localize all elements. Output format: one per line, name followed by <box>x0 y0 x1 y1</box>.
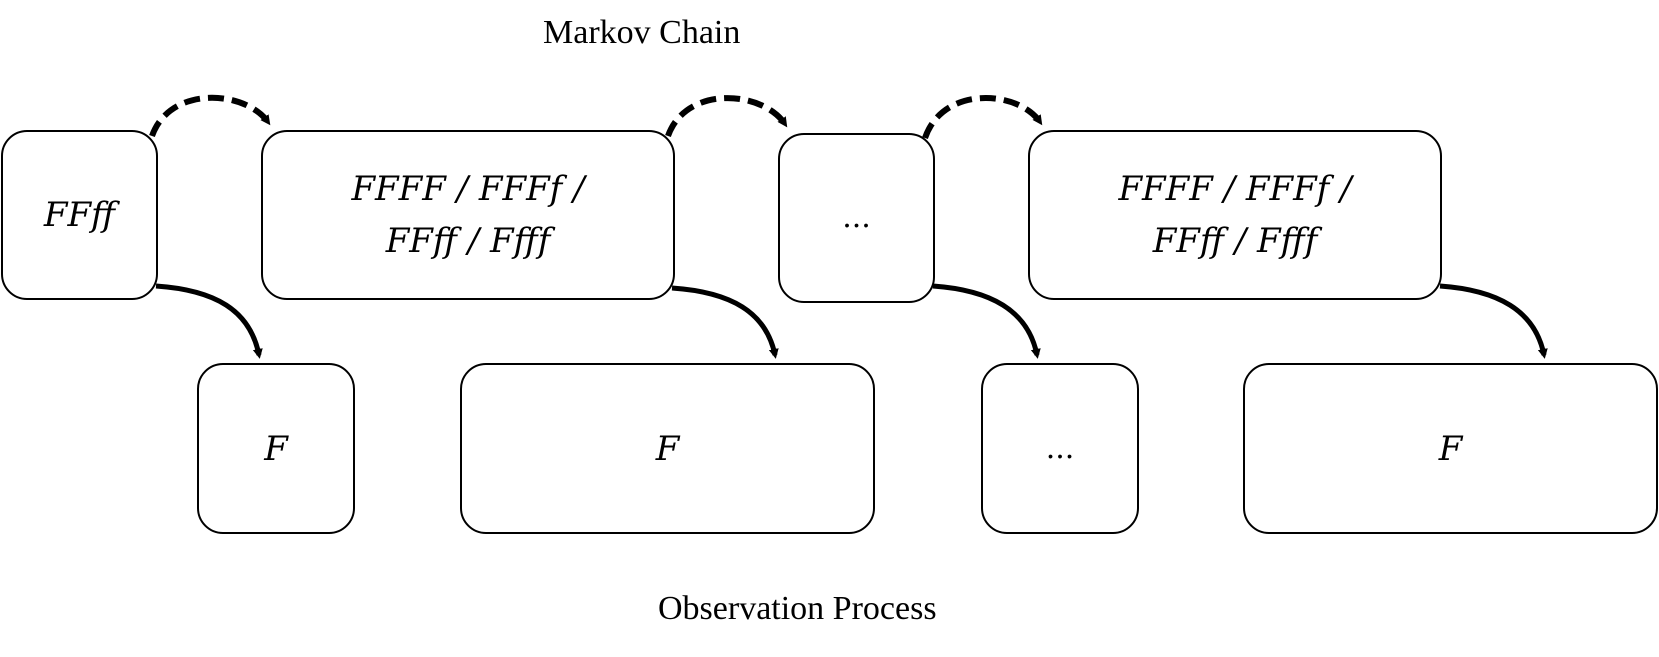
markov-chain-title: Markov Chain <box>543 14 741 51</box>
transition-arrow-2-3 <box>665 95 788 138</box>
observation-4: F <box>1243 363 1658 534</box>
emission-arrow-3 <box>932 283 1041 359</box>
emission-arrow-2 <box>671 285 779 359</box>
observation-label: ... <box>1045 430 1075 466</box>
emission-arrow-1 <box>155 283 263 359</box>
transition-arrow-3-4 <box>922 95 1043 140</box>
hidden-state-label: FFFF / FFFf / FFff / Ffff <box>351 169 585 261</box>
hidden-state-3: ... <box>778 133 935 303</box>
observation-3: ... <box>981 363 1139 534</box>
hidden-state-1: FFff <box>1 130 158 300</box>
observation-label: F <box>264 428 288 469</box>
hidden-state-label: FFFF / FFFf / FFff / Ffff <box>1118 169 1352 261</box>
transition-arrow-1-2 <box>149 94 271 138</box>
observation-label: F <box>655 428 680 469</box>
hidden-state-label: FFff <box>43 195 116 235</box>
hidden-state-2: FFFF / FFFf / FFff / Ffff <box>261 130 675 300</box>
hidden-state-label: ... <box>842 200 871 235</box>
hidden-state-4: FFFF / FFFf / FFff / Ffff <box>1028 130 1442 300</box>
observation-2: F <box>460 363 875 534</box>
observation-label: F <box>1438 428 1463 469</box>
observation-process-title: Observation Process <box>658 590 937 627</box>
observation-1: F <box>197 363 355 534</box>
emission-arrow-4 <box>1439 283 1548 359</box>
